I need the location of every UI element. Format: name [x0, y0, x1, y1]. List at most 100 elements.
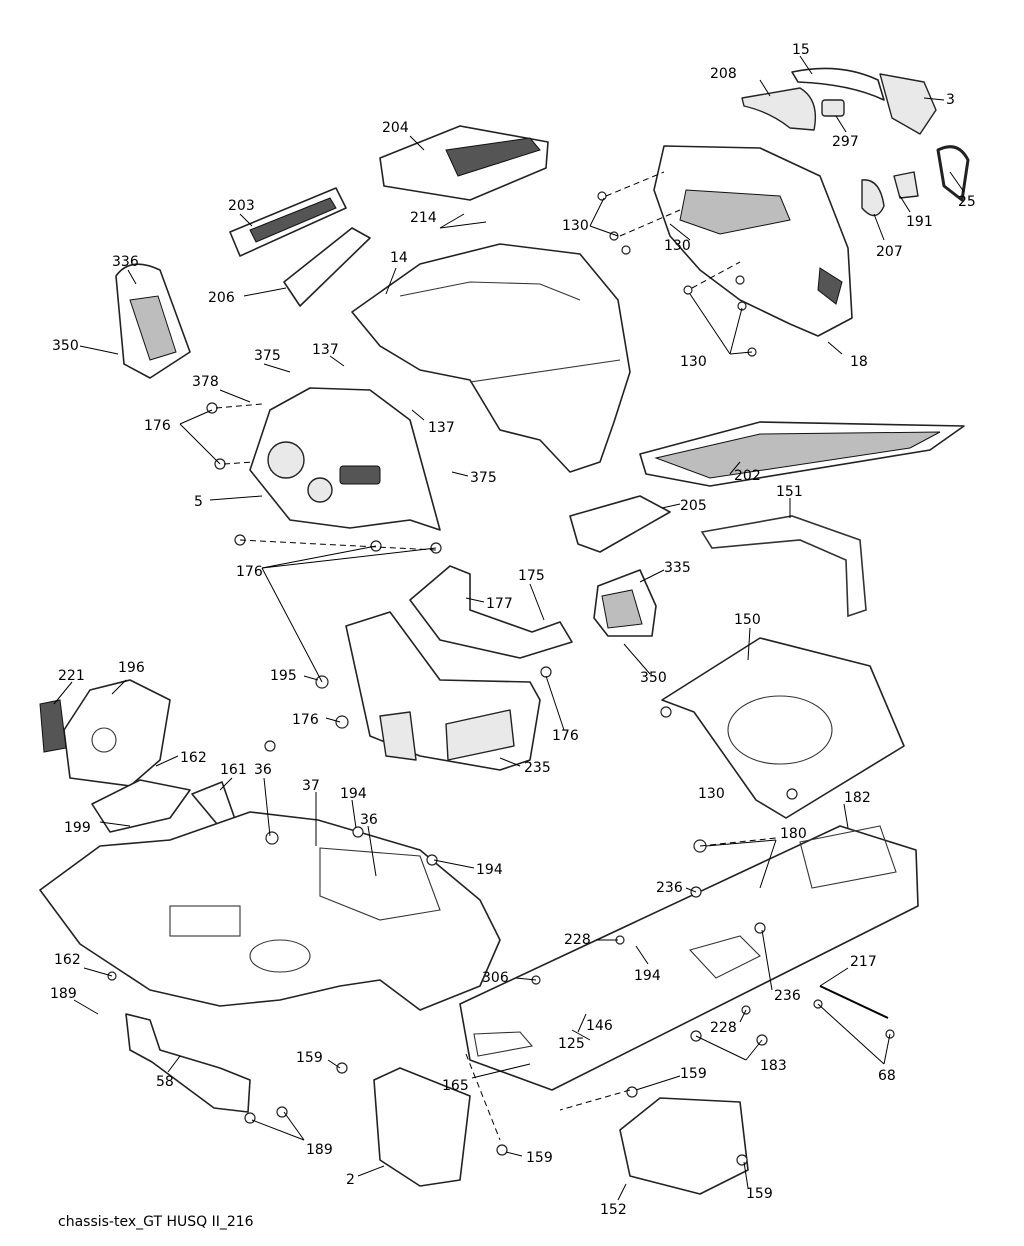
callout-175: 175 — [518, 568, 545, 584]
callout-177: 177 — [486, 596, 513, 612]
callout-165: 165 — [442, 1078, 469, 1094]
part-3-housing — [879, 73, 937, 135]
callout-350-a: 350 — [52, 338, 79, 354]
callout-130-a: 130 — [562, 218, 589, 234]
callout-208: 208 — [710, 66, 737, 82]
part-151-bracket — [700, 515, 867, 618]
callout-68: 68 — [878, 1068, 896, 1084]
part-217-rod — [819, 985, 889, 1019]
callout-236-b: 236 — [774, 988, 801, 1004]
part-150-pan — [661, 637, 905, 819]
assembly-lines — [215, 171, 777, 1141]
callout-183: 183 — [760, 1058, 787, 1074]
callout-150: 150 — [734, 612, 761, 628]
callout-228-b: 228 — [710, 1020, 737, 1036]
callout-206: 206 — [208, 290, 235, 306]
callout-176-c: 176 — [292, 712, 319, 728]
callout-159-a: 159 — [296, 1050, 323, 1066]
callout-217: 217 — [850, 954, 877, 970]
callout-159-b: 159 — [680, 1066, 707, 1082]
callout-205: 205 — [680, 498, 707, 514]
callout-336: 336 — [112, 254, 139, 270]
callout-235: 180 — [780, 826, 807, 842]
part-206-dash-panel — [283, 227, 371, 307]
callout-36-a: 36 — [254, 762, 272, 778]
callout-2: 2 — [346, 1172, 355, 1188]
callout-202: 202 — [734, 468, 761, 484]
callout-375-a: 375 — [254, 348, 281, 364]
callout-125: 125 — [558, 1036, 585, 1052]
callout-176-d: 176 — [552, 728, 579, 744]
callout-189-b: 189 — [306, 1142, 333, 1158]
part-175-plate — [409, 565, 573, 659]
callout-3: 3 — [946, 92, 955, 108]
callout-194-b: 194 — [476, 862, 503, 878]
callout-350-b: 350 — [640, 670, 667, 686]
callout-159-c: 159 — [526, 1150, 553, 1166]
callout-176-b: 176 — [236, 564, 263, 580]
callout-199: 199 — [64, 820, 91, 836]
diagram-caption: chassis-tex_GT HUSQ II_216 — [58, 1214, 254, 1230]
part-152-footrest-right — [619, 1097, 749, 1195]
callout-203: 203 — [228, 198, 255, 214]
callout-194-a: 194 — [340, 786, 367, 802]
callout-162-b: 162 — [54, 952, 81, 968]
callout-176-a: 176 — [144, 418, 171, 434]
callout-151: 151 — [776, 484, 803, 500]
callout-162-a: 162 — [180, 750, 207, 766]
callout-36-b: 36 — [360, 812, 378, 828]
part-37-fender-deck — [39, 811, 501, 1011]
callout-214: 214 — [410, 210, 437, 226]
part-196-fender-cover — [63, 679, 171, 787]
callout-306: 306 — [482, 970, 509, 986]
callout-228-a: 228 — [564, 932, 591, 948]
callout-14: 14 — [390, 250, 408, 266]
part-15-seal — [791, 67, 885, 101]
part-207-light — [861, 179, 885, 217]
callout-297: 297 — [832, 134, 859, 150]
callout-236-a: 236 — [656, 880, 683, 896]
part-199-trim — [91, 779, 191, 833]
part-297-clip — [821, 99, 845, 117]
part-191-latch — [893, 171, 919, 199]
callout-221: 221 — [58, 668, 85, 684]
callout-5: 5 — [194, 494, 203, 510]
leader-lines — [53, 55, 965, 1201]
part-165-link — [473, 1031, 534, 1057]
callout-137-a: 137 — [312, 342, 339, 358]
callout-25: 25 — [958, 194, 976, 210]
callout-18: 18 — [850, 354, 868, 370]
part-208-bracket — [741, 87, 817, 131]
part-2-footrest-left — [373, 1067, 471, 1187]
part-shapes — [39, 67, 970, 1195]
callout-130-c: 130 — [680, 354, 707, 370]
callout-375-b: 375 — [470, 470, 497, 486]
callout-182: 235 — [524, 760, 551, 776]
callout-137-b: 137 — [428, 420, 455, 436]
callout-196: 196 — [118, 660, 145, 676]
part-205-trim — [569, 495, 671, 553]
part-58-bracket — [125, 1013, 251, 1113]
callout-207: 207 — [876, 244, 903, 260]
part-5-dash-console — [249, 387, 441, 531]
callout-labels: 15 3 208 297 25 204 191 207 130 130 203 … — [50, 42, 976, 1218]
callout-195: 195 — [270, 668, 297, 684]
callout-15: 15 — [792, 42, 810, 58]
callout-146: 146 — [586, 1018, 613, 1034]
callout-130-d: 130 — [698, 786, 725, 802]
callout-194-c: 194 — [634, 968, 661, 984]
callout-180: 182 — [844, 790, 871, 806]
part-180-frame — [459, 825, 919, 1091]
callout-159-d: 159 — [746, 1186, 773, 1202]
callout-335: 335 — [664, 560, 691, 576]
callout-152: 152 — [600, 1202, 627, 1218]
callout-189-a: 189 — [50, 986, 77, 1002]
callout-378: 378 — [192, 374, 219, 390]
callout-204: 204 — [382, 120, 409, 136]
callout-191: 191 — [906, 214, 933, 230]
callout-161: 161 — [220, 762, 247, 778]
part-221-decal — [39, 699, 67, 753]
callout-130-b: 130 — [664, 238, 691, 254]
